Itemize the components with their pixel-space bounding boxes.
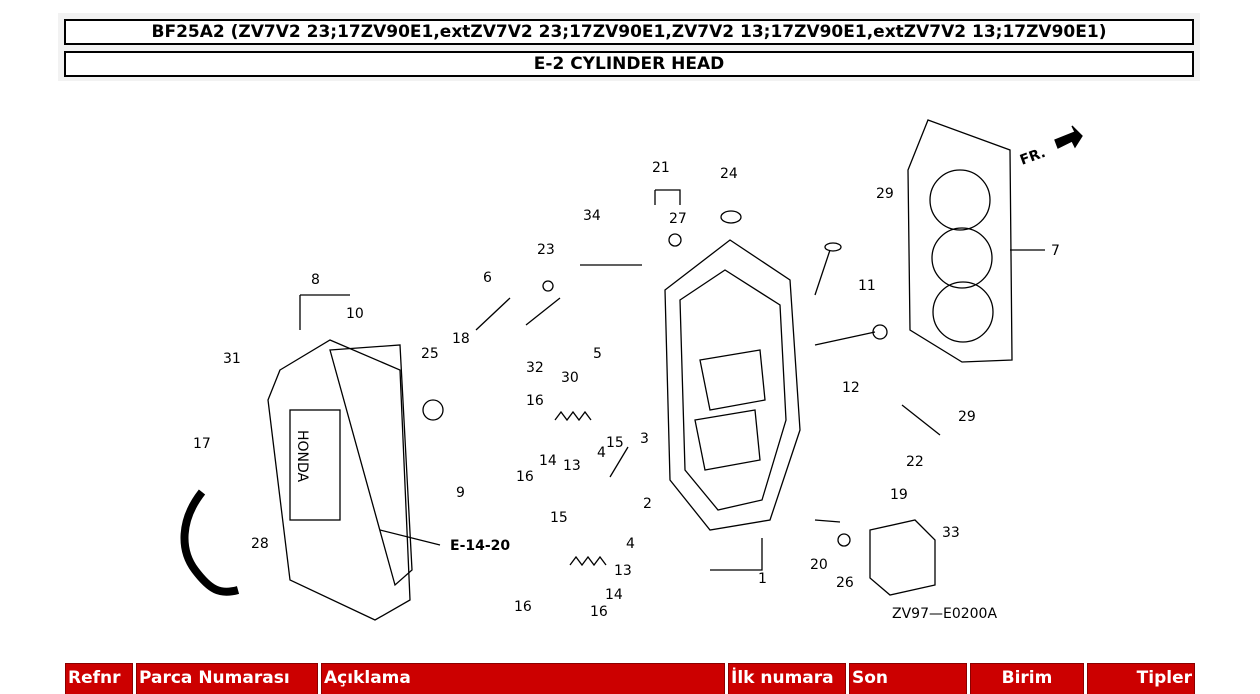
col-last[interactable]: Son [849,663,967,694]
model-title: BF25A2 (ZV7V2 23;17ZV90E1,extZV7V2 23;17… [64,19,1194,45]
callout-31[interactable]: 31 [223,351,241,367]
callout-5[interactable]: 5 [593,346,602,362]
col-first-number[interactable]: İlk numara [728,663,846,694]
callout-34[interactable]: 34 [583,208,601,224]
callout-32[interactable]: 32 [526,360,544,376]
head-cover [267,339,411,621]
callout-2[interactable]: 2 [643,496,652,512]
callout-16[interactable]: 16 [516,469,534,485]
table-header-row: Refnr Parca Numarası Açıklama İlk numara… [65,663,1195,694]
callout-24[interactable]: 24 [720,166,738,182]
col-unit[interactable]: Birim [970,663,1084,694]
section-title: E-2 CYLINDER HEAD [64,51,1194,77]
parts-table: Refnr Parca Numarası Açıklama İlk numara… [62,663,1198,694]
callout-4[interactable]: 4 [626,536,635,552]
cylinder-head [664,239,801,531]
callout-33[interactable]: 33 [942,525,960,541]
fuel-pump [869,519,936,596]
callout-3[interactable]: 3 [640,431,649,447]
callout-14[interactable]: 14 [539,453,557,469]
col-refnr[interactable]: Refnr [65,663,133,694]
callout-18[interactable]: 18 [452,331,470,347]
callout-29[interactable]: 29 [876,186,894,202]
callout-29[interactable]: 29 [958,409,976,425]
callout-16[interactable]: 16 [590,604,608,620]
col-types[interactable]: Tipler [1087,663,1195,694]
callout-12[interactable]: 12 [842,380,860,396]
callout-4[interactable]: 4 [597,445,606,461]
callout-27[interactable]: 27 [669,211,687,227]
callout-16[interactable]: 16 [526,393,544,409]
parts-diagram[interactable]: FR. E-14-20 ZV97—E0200A HONDA 1 2 3 4 4 … [150,100,1110,640]
callout-30[interactable]: 30 [561,370,579,386]
callout-8[interactable]: 8 [311,272,320,288]
parts-diagram-svg: FR. E-14-20 ZV97—E0200A HONDA 1 2 3 4 4 … [180,119,1083,622]
col-part-number[interactable]: Parca Numarası [136,663,318,694]
callout-7[interactable]: 7 [1051,243,1060,259]
callout-1[interactable]: 1 [758,571,767,587]
callout-9[interactable]: 9 [456,485,465,501]
callout-11[interactable]: 11 [858,278,876,294]
callout-13[interactable]: 13 [563,458,581,474]
callout-25[interactable]: 25 [421,346,439,362]
brand-text: HONDA [294,430,310,483]
drawing-code: ZV97—E0200A [892,606,997,622]
callout-16[interactable]: 16 [514,599,532,615]
cylinder-head-gasket [907,119,1013,363]
ref-label-e-14-20[interactable]: E-14-20 [450,538,510,554]
callout-28[interactable]: 28 [251,536,269,552]
fr-label: FR. [1018,145,1048,169]
callout-19[interactable]: 19 [890,487,908,503]
callout-6[interactable]: 6 [483,270,492,286]
callout-15[interactable]: 15 [550,510,568,526]
callout-17[interactable]: 17 [193,436,211,452]
col-description[interactable]: Açıklama [321,663,725,694]
callout-20[interactable]: 20 [810,557,828,573]
callout-13[interactable]: 13 [614,563,632,579]
callout-15[interactable]: 15 [606,435,624,451]
callout-26[interactable]: 26 [836,575,854,591]
callout-21[interactable]: 21 [652,160,670,176]
callout-14[interactable]: 14 [605,587,623,603]
callout-23[interactable]: 23 [537,242,555,258]
callout-22[interactable]: 22 [906,454,924,470]
callout-10[interactable]: 10 [346,306,364,322]
